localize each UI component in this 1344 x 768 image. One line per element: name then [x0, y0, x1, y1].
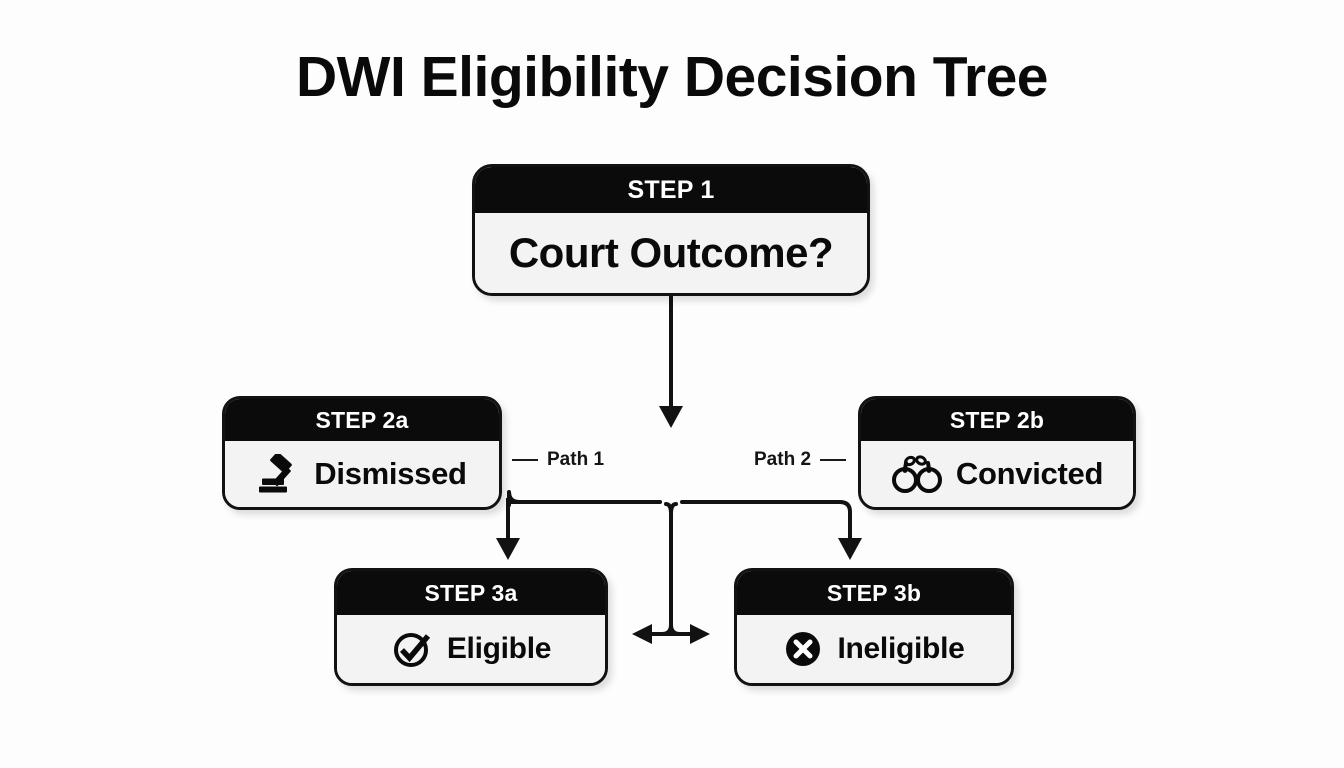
edge-step1-down — [659, 296, 683, 428]
node-step-2a-body: Dismissed — [225, 441, 499, 507]
node-step-3b-body: Ineligible — [737, 615, 1011, 683]
node-step-3a[interactable]: STEP 3a Eligible — [334, 568, 608, 686]
edge-label-path-1: Path 1 — [512, 449, 604, 471]
node-step-1-body: Court Outcome? — [475, 213, 867, 293]
page-title: DWI Eligibility Decision Tree — [296, 45, 1049, 109]
node-step-2b[interactable]: STEP 2b — [858, 396, 1136, 510]
node-step-3a-label: Eligible — [446, 632, 552, 665]
edge-step2a-step3a — [496, 490, 662, 560]
node-step-2b-header: STEP 2b — [861, 399, 1133, 441]
node-step-3a-header: STEP 3a — [337, 571, 605, 615]
node-step-1-label: Court Outcome? — [508, 229, 834, 276]
path-1-dash — [512, 459, 538, 461]
node-step-3b-header: STEP 3b — [737, 571, 1011, 615]
node-step-2a-label: Dismissed — [314, 456, 467, 491]
edge-label-path-2: Path 2 — [754, 449, 847, 471]
edge-step3a-step3b-double-arrow — [632, 624, 710, 644]
path-1-text: Path 1 — [547, 449, 605, 470]
check-circle-icon — [391, 628, 433, 670]
path-2-text: Path 2 — [754, 449, 812, 470]
path-2-dash — [820, 459, 847, 461]
node-step-2a[interactable]: STEP 2a Dismissed — [222, 396, 502, 510]
handcuffs-icon — [891, 454, 943, 494]
node-step-2b-label: Convicted — [955, 456, 1104, 491]
node-step-3a-body: Eligible — [337, 615, 605, 683]
node-step-1-header: STEP 1 — [475, 167, 867, 213]
gavel-icon — [257, 454, 301, 494]
node-step-3b[interactable]: STEP 3b Ineligible — [734, 568, 1014, 686]
edge-center-stem — [660, 502, 682, 636]
node-step-2a-header: STEP 2a — [225, 399, 499, 441]
node-step-1[interactable]: STEP 1 Court Outcome? — [472, 164, 870, 296]
edge-step2b-step3b — [680, 500, 862, 560]
x-circle-icon — [783, 629, 823, 669]
node-step-2b-body: Convicted — [861, 441, 1133, 507]
node-step-3b-label: Ineligible — [837, 632, 965, 665]
edge-bridge-corners — [507, 491, 520, 505]
